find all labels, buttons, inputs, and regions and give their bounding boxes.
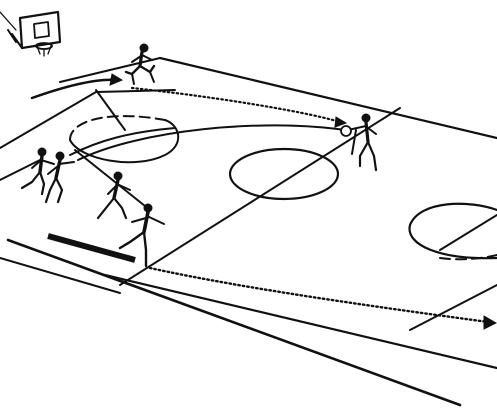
- near-sideline: [8, 240, 460, 405]
- court: [0, 58, 497, 405]
- basketball-hoop-icon: [0, 12, 60, 56]
- player-figure-icon: [348, 114, 376, 170]
- bottom-inner-line: [105, 275, 497, 368]
- left-baseline: [0, 90, 175, 148]
- pass-arc-long: [78, 125, 345, 160]
- player-figure-icon: [98, 172, 130, 218]
- dotted-arrowhead-bottom: [484, 316, 496, 329]
- center-circle: [230, 149, 338, 199]
- lane-line-left: [0, 160, 40, 180]
- pass-arc-top: [32, 80, 118, 98]
- movement-paths: [32, 74, 496, 329]
- right-lane-line: [440, 215, 497, 250]
- player-figure-icon: [46, 152, 74, 202]
- lane-line-top: [96, 90, 125, 130]
- player-figure-icon: [126, 44, 154, 84]
- arrowhead-top: [110, 74, 122, 85]
- dotted-path-bottom: [150, 268, 488, 322]
- far-sideline: [160, 58, 497, 138]
- pass-band-left: [70, 128, 175, 155]
- player-figure-icon: [22, 148, 54, 194]
- right-circle-solid: [410, 204, 497, 258]
- basketball-icon: [341, 126, 351, 136]
